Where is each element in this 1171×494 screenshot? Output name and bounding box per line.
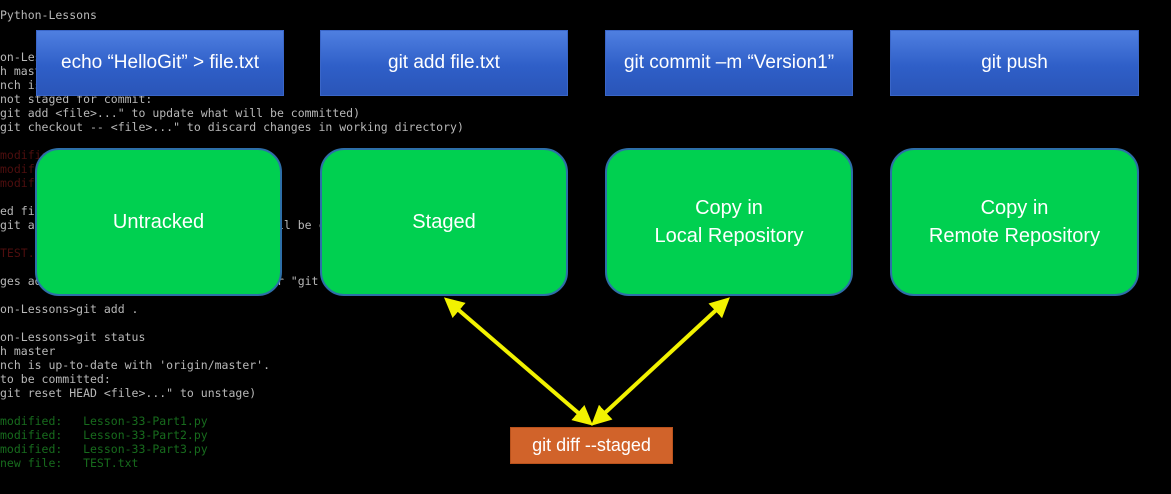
state-staged-label: Staged (412, 211, 476, 233)
command-push-box: git push (890, 30, 1139, 96)
terminal-line: on-Lessons>git status (0, 330, 146, 344)
arrow-staged-to-diff (443, 297, 594, 426)
git-diff-staged-box: git diff --staged (510, 427, 673, 464)
command-add-label: git add file.txt (388, 52, 500, 73)
terminal-line: modified: Lesson-33-Part1.py (0, 414, 208, 428)
terminal-line: to be committed: (0, 372, 111, 386)
terminal-line: on-Lessons>git add . (0, 302, 139, 316)
command-push-label: git push (981, 52, 1048, 73)
arrow-local-repo-to-diff (591, 297, 730, 426)
state-staged-box: Staged (320, 148, 568, 296)
terminal-line: git reset HEAD <file>..." to unstage) (0, 386, 257, 400)
command-add-box: git add file.txt (320, 30, 568, 96)
terminal-line: git add <file>..." to update what will b… (0, 106, 361, 120)
state-untracked-box: Untracked (35, 148, 282, 296)
command-echo-label: echo “HelloGit” > file.txt (61, 52, 259, 73)
terminal-line: nch is up-to-date with 'origin/master'. (0, 358, 271, 372)
command-echo-box: echo “HelloGit” > file.txt (36, 30, 284, 96)
terminal-line: git checkout -- <file>..." to discard ch… (0, 120, 464, 134)
state-remote-repo-label-line1: Copy in (980, 197, 1049, 219)
state-local-repo-box: Copy in Local Repository (605, 148, 853, 296)
state-remote-repo-label-line2: Remote Repository (928, 225, 1101, 247)
state-remote-repo-box: Copy in Remote Repository (890, 148, 1139, 296)
state-local-repo-label-line1: Copy in (695, 197, 763, 219)
terminal-line: modified: Lesson-33-Part3.py (0, 442, 208, 456)
git-diff-staged-label: git diff --staged (532, 435, 651, 455)
command-commit-box: git commit –m “Version1” (605, 30, 853, 96)
terminal-line: modified: Lesson-33-Part2.py (0, 428, 208, 442)
state-untracked-label: Untracked (112, 211, 205, 233)
terminal-line: h master (0, 344, 56, 358)
terminal-line: new file: TEST.txt (0, 456, 139, 470)
command-commit-label: git commit –m “Version1” (623, 52, 835, 73)
state-local-repo-label-line2: Local Repository (654, 225, 804, 247)
terminal-line: Python-Lessons (0, 8, 97, 22)
